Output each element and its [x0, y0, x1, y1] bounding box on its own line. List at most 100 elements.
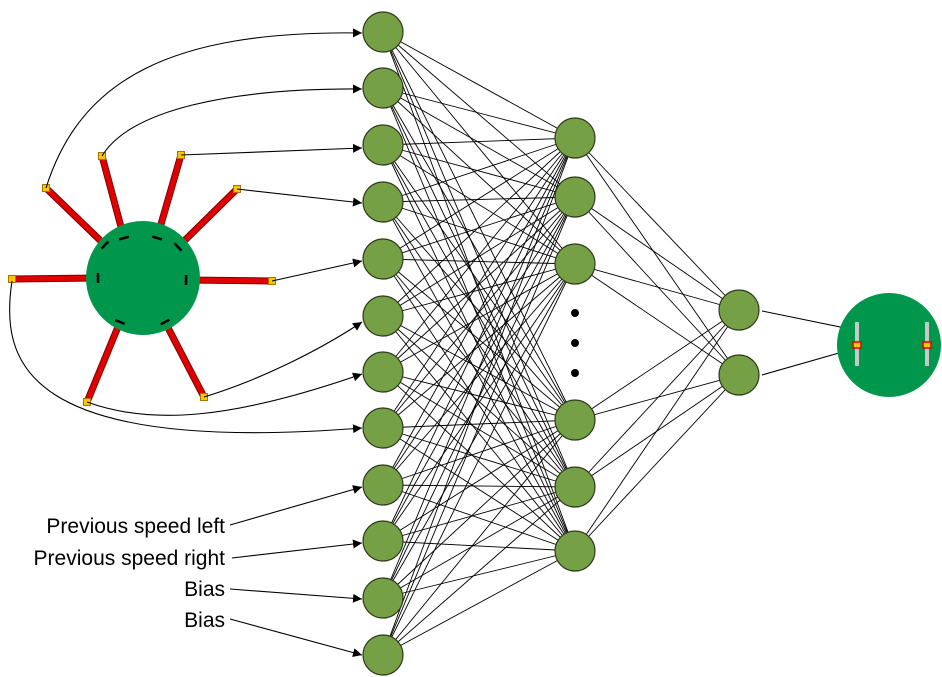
connection-line: [382, 196, 576, 656]
connection-line: [574, 137, 740, 311]
connection-line: [382, 371, 576, 488]
hidden1-neuron-2: [554, 176, 596, 218]
hidden1-neuron-5: [554, 466, 596, 508]
hidden-layer-ellipsis: [571, 309, 579, 377]
connection-line: [574, 196, 740, 311]
robot-body: [86, 221, 200, 335]
hidden-layer-1: [554, 117, 596, 572]
sensor-mount-6: [159, 318, 171, 326]
connection-line: [574, 309, 740, 552]
connection-line: [382, 201, 576, 488]
hidden1-neuron-1: [554, 117, 596, 159]
sensor-mount-7: [114, 318, 126, 326]
sensor-beam-8: [44, 186, 107, 247]
connection-line: [382, 196, 576, 203]
sensor-beam-2: [99, 155, 127, 239]
input-neuron-11: [362, 577, 404, 619]
robot-output-diagram: [837, 293, 941, 397]
connection-line: [382, 263, 576, 429]
connection-line: [382, 137, 576, 599]
connection-line: [382, 263, 576, 542]
connection-line: [382, 196, 576, 317]
input-neuron-6: [362, 295, 404, 337]
connection-line: [382, 258, 576, 552]
hidden2-neuron-2: [718, 354, 760, 396]
input-labels: Previous speed left Previous speed right…: [34, 515, 226, 632]
sensor-mount-3: [151, 235, 163, 241]
connection-line: [382, 196, 576, 373]
connection-line: [382, 550, 576, 599]
input-neuron-5: [362, 238, 404, 280]
connection-line: [382, 196, 576, 486]
connection-line: [382, 137, 576, 260]
connection-line: [382, 419, 576, 656]
connection-line: [574, 263, 740, 311]
connection-line: [382, 87, 576, 488]
arrow-sensor-2: [101, 84, 363, 157]
connection-line: [382, 87, 576, 139]
hidden-layer-2: [718, 289, 760, 396]
hidden1-neuron-3: [554, 243, 596, 285]
input-neuron-2: [362, 67, 404, 109]
input-neuron-3: [362, 124, 404, 166]
connection-line: [382, 263, 576, 317]
sensor-beam-5: [185, 277, 273, 284]
connection-line: [382, 427, 576, 488]
connection-line: [382, 263, 576, 656]
input-neuron-4: [362, 181, 404, 223]
hidden1-hidden2-connections: [574, 137, 740, 552]
left-motor-marker: [852, 341, 862, 349]
connection-line: [382, 258, 576, 488]
connection-line: [382, 31, 576, 421]
sensor-mount-4: [173, 242, 183, 252]
sensor-mount-8: [100, 240, 110, 250]
input-neuron-8: [362, 407, 404, 449]
ellipsis-dot: [571, 309, 579, 317]
label-bias-2: Bias: [184, 609, 225, 632]
input-hidden1-connections: [382, 31, 576, 656]
connection-line: [382, 137, 576, 429]
connection-line: [382, 137, 576, 542]
output-robot-body: [837, 293, 941, 397]
arrow-sensor-1: [45, 28, 363, 189]
connection-line: [382, 31, 576, 198]
connection-line: [574, 196, 740, 376]
label-previous-speed-right: Previous speed right: [34, 547, 226, 570]
connection-line: [382, 31, 576, 552]
connection-line: [382, 87, 576, 198]
arrow-sensor-8: [9, 280, 363, 434]
sensor-beam-6: [162, 320, 207, 399]
hidden1-neuron-6: [554, 530, 596, 572]
arrow-sensor-6: [203, 321, 363, 398]
sensor-input-arrows: [9, 28, 363, 434]
sensor-beam-7: [84, 321, 123, 403]
connection-line: [382, 263, 576, 486]
connection-line: [382, 137, 576, 486]
connection-line: [382, 87, 576, 421]
hidden2-neuron-1: [718, 289, 760, 331]
input-neuron-9: [362, 464, 404, 506]
arrow-bias-1: [229, 588, 363, 603]
hidden1-neuron-4: [554, 399, 596, 441]
connection-line: [382, 137, 576, 146]
input-neuron-7: [362, 351, 404, 393]
right-motor-marker: [922, 341, 932, 349]
connection-line: [574, 374, 740, 421]
arrow-prev-left: [229, 485, 363, 526]
arrow-sensor-3: [180, 143, 363, 156]
connection-line: [382, 263, 576, 373]
connection-line: [382, 371, 576, 552]
connection-line: [382, 137, 576, 373]
connection-line: [382, 31, 576, 139]
ellipsis-dot: [571, 369, 579, 377]
input-neuron-12: [362, 634, 404, 676]
connection-line: [382, 137, 576, 203]
connection-line: [574, 263, 740, 376]
connection-line: [382, 144, 576, 488]
arrow-prev-right: [231, 539, 363, 559]
sensor-mounts: [96, 235, 188, 326]
sensor-beam-1: [11, 275, 99, 282]
ellipsis-dot: [571, 339, 579, 347]
input-neuron-1: [362, 11, 404, 53]
